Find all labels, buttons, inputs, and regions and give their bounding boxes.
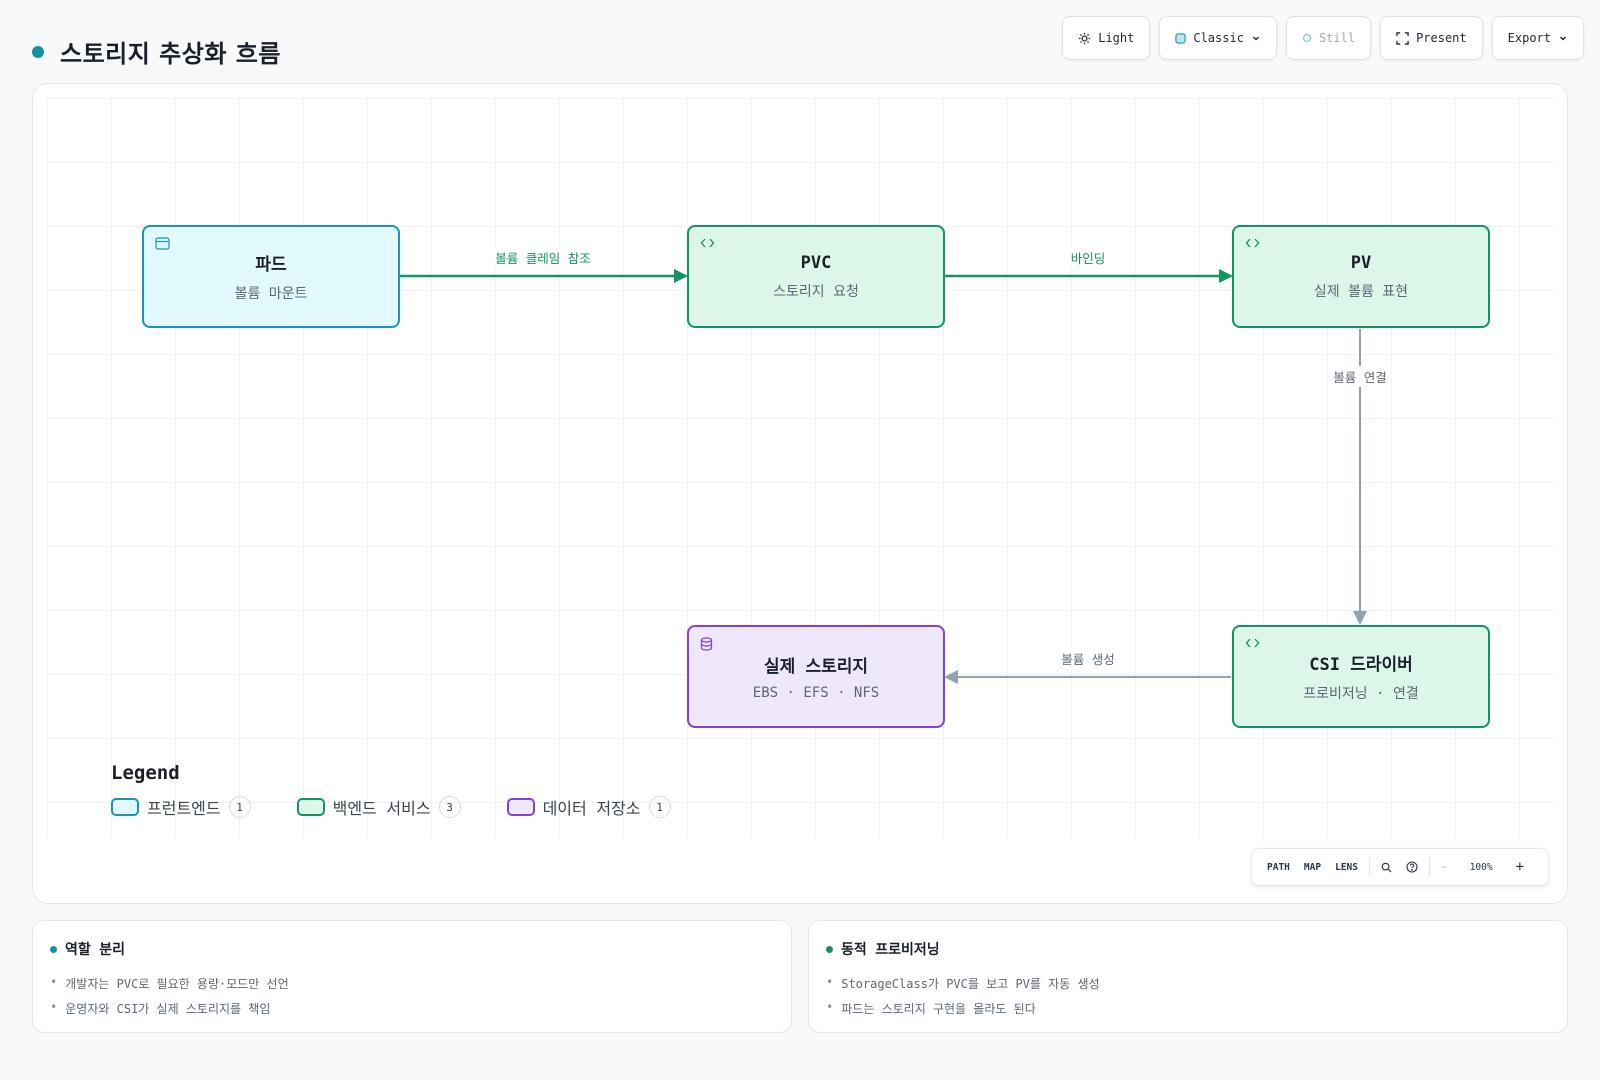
card-title: 동적 프로비저닝 xyxy=(841,942,940,958)
edge-label-pod-pvc: 볼륨 클레임 참조 xyxy=(491,247,595,268)
style-classic-label: Classic xyxy=(1193,31,1244,45)
node-subtitle: 스토리지 요청 xyxy=(773,283,859,300)
node-subtitle: 프로비저닝 · 연결 xyxy=(1303,686,1419,702)
info-card-role-separation: 역할 분리 개발자는 PVC로 필요한 용량·모드만 선언 운영자와 CSI가 … xyxy=(32,920,792,1033)
help-button[interactable] xyxy=(1399,861,1425,873)
chevron-down-icon xyxy=(1252,36,1259,41)
search-button[interactable] xyxy=(1374,862,1399,873)
legend: 프런트엔드 1 백엔드 서비스 3 데이터 저장소 1 xyxy=(111,795,671,819)
legend-label: 프런트엔드 xyxy=(147,799,221,818)
legend-swatch xyxy=(506,798,535,816)
motion-still-label: Still xyxy=(1318,31,1356,45)
title-dot xyxy=(32,45,44,58)
legend-title: Legend xyxy=(111,762,180,784)
zoom-out-button[interactable]: − xyxy=(1440,861,1447,873)
list-item: 파드는 스토리지 구현을 몰라도 된다 xyxy=(826,1000,1550,1017)
theme-light-label: Light xyxy=(1098,31,1135,45)
legend-label: 백엔드 서비스 xyxy=(332,799,431,818)
legend-count: 1 xyxy=(228,796,251,818)
circle-icon xyxy=(1302,33,1312,43)
lens-button[interactable]: LENS xyxy=(1335,861,1358,873)
card-list: StorageClass가 PVC를 보고 PV를 자동 생성 파드는 스토리지… xyxy=(826,975,1550,1017)
swatch-icon xyxy=(1175,32,1186,44)
page-header: 스토리지 추상화 흐름 xyxy=(32,34,281,69)
motion-still-button[interactable]: Still xyxy=(1285,16,1372,60)
info-card-dynamic-provisioning: 동적 프로비저닝 StorageClass가 PVC를 보고 PV를 자동 생성… xyxy=(808,920,1568,1033)
node-pvc[interactable]: PVC 스토리지 요청 xyxy=(687,225,945,328)
database-icon xyxy=(700,637,713,651)
edge-label-csi-storage: 볼륨 생성 xyxy=(1057,648,1119,669)
window-icon xyxy=(155,237,170,250)
page-title: 스토리지 추상화 흐름 xyxy=(60,40,281,68)
card-list: 개발자는 PVC로 필요한 용량·모드만 선언 운영자와 CSI가 실제 스토리… xyxy=(50,975,774,1017)
node-title: 파드 xyxy=(255,255,287,275)
legend-count: 3 xyxy=(438,796,461,818)
node-subtitle: 볼륨 마운트 xyxy=(234,286,308,302)
node-subtitle: 실제 볼륨 표현 xyxy=(1313,283,1409,300)
node-title: 실제 스토리지 xyxy=(763,657,869,677)
code-icon xyxy=(1245,238,1260,248)
help-icon xyxy=(1406,861,1418,873)
list-item: 운영자와 CSI가 실제 스토리지를 책임 xyxy=(50,1000,774,1017)
legend-count: 1 xyxy=(648,796,671,818)
node-pv[interactable]: PV 실제 볼륨 표현 xyxy=(1232,225,1490,328)
code-icon xyxy=(1245,638,1260,648)
legend-item-data[interactable]: 데이터 저장소 1 xyxy=(506,795,671,819)
zoom-level: 100% xyxy=(1469,861,1493,873)
legend-label: 데이터 저장소 xyxy=(542,799,641,818)
node-title: PVC xyxy=(800,252,832,273)
legend-item-frontend[interactable]: 프런트엔드 1 xyxy=(111,795,251,819)
export-dropdown[interactable]: Export xyxy=(1491,16,1584,60)
legend-swatch xyxy=(296,798,325,816)
divider xyxy=(1428,858,1430,876)
present-button[interactable]: Present xyxy=(1380,16,1483,60)
chevron-down-icon xyxy=(1560,36,1566,41)
map-button[interactable]: MAP xyxy=(1303,861,1322,873)
edge-label-pv-csi: 볼륨 연결 xyxy=(1329,366,1391,387)
legend-item-backend[interactable]: 백엔드 서비스 3 xyxy=(296,795,461,819)
node-subtitle: EBS · EFS · NFS xyxy=(752,685,880,701)
zoom-toolbar: PATH MAP LENS − 100% + xyxy=(1251,848,1549,886)
edge-label-pvc-pv: 바인딩 xyxy=(1066,247,1110,268)
card-dot xyxy=(50,945,57,953)
sun-icon xyxy=(1079,32,1091,44)
list-item: 개발자는 PVC로 필요한 용량·모드만 선언 xyxy=(50,975,774,992)
node-pod[interactable]: 파드 볼륨 마운트 xyxy=(142,225,400,328)
card-title: 역할 분리 xyxy=(65,942,125,958)
list-item: StorageClass가 PVC를 보고 PV를 자동 생성 xyxy=(826,975,1550,992)
code-icon xyxy=(700,238,715,248)
search-icon xyxy=(1381,862,1392,873)
path-button[interactable]: PATH xyxy=(1267,861,1290,873)
card-dot xyxy=(826,945,833,953)
fullscreen-icon xyxy=(1396,31,1409,45)
card-header: 역할 분리 xyxy=(50,939,774,959)
present-label: Present xyxy=(1416,31,1467,45)
legend-swatch xyxy=(111,798,139,816)
style-classic-dropdown[interactable]: Classic xyxy=(1159,16,1277,60)
theme-light-button[interactable]: Light xyxy=(1062,16,1151,60)
node-storage[interactable]: 실제 스토리지 EBS · EFS · NFS xyxy=(687,625,945,728)
node-title: CSI 드라이버 xyxy=(1309,655,1413,675)
export-label: Export xyxy=(1507,31,1551,45)
divider xyxy=(1368,858,1370,876)
node-csi-driver[interactable]: CSI 드라이버 프로비저닝 · 연결 xyxy=(1232,625,1490,728)
toolbar: Light Classic Still Present Export xyxy=(1062,16,1584,60)
card-header: 동적 프로비저닝 xyxy=(826,939,1550,959)
zoom-in-button[interactable]: + xyxy=(1515,859,1525,875)
node-title: PV xyxy=(1350,252,1372,273)
